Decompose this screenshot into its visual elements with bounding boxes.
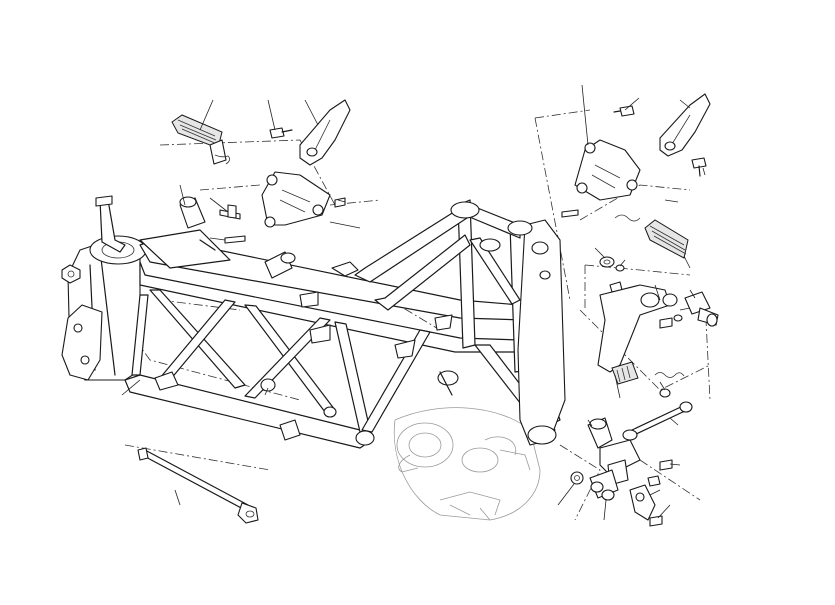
left-rider-footpeg xyxy=(171,114,223,149)
frame-small-parts xyxy=(61,196,359,284)
right-heel-guard xyxy=(659,93,711,157)
left-footpeg-assembly xyxy=(171,99,351,228)
left-heel-guard xyxy=(299,99,351,166)
right-footpeg-assembly xyxy=(561,93,719,441)
callout-leaders xyxy=(121,84,706,521)
engine-outline xyxy=(393,407,541,521)
long-swingarm-bolt xyxy=(137,447,259,524)
engine-mount-plate xyxy=(61,304,103,381)
master-cylinder-assembly xyxy=(570,417,673,527)
trellis-frame xyxy=(61,195,566,449)
